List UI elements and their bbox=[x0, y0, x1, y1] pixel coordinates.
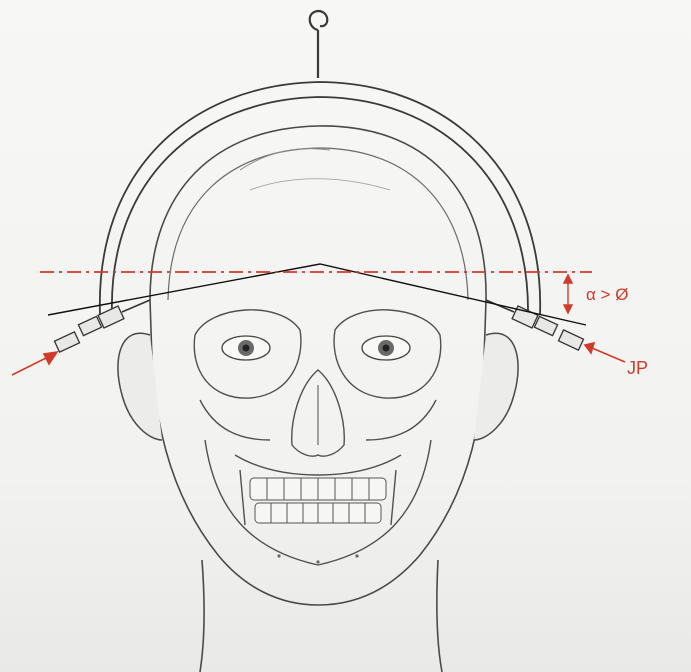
teeth bbox=[250, 478, 386, 523]
angle-label: α > Ø bbox=[586, 285, 628, 305]
pin-label: JP bbox=[627, 358, 648, 379]
